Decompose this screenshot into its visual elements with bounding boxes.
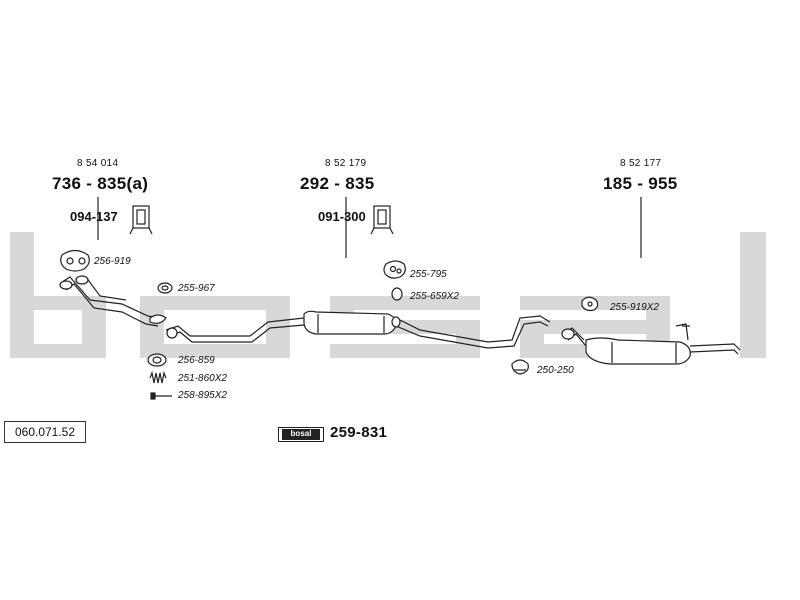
product-number-box: 060.071.52 <box>4 421 86 443</box>
watermark-letter-o-top <box>140 296 290 310</box>
watermark-letter-b-bowl2 <box>34 344 94 358</box>
ref-number-front-pipe: 8 54 014 <box>77 158 119 169</box>
mount-255-919-icon <box>581 296 599 312</box>
intermediate-pipe-icon <box>391 315 551 349</box>
spring-251-860-icon <box>149 370 167 384</box>
gasket-256-919-icon <box>60 249 90 272</box>
part-number-middle-silencer: 292 - 835 <box>300 174 375 193</box>
fitting-label-255-795: 255-795 <box>410 269 447 280</box>
fitting-label-250-250: 250-250 <box>537 365 574 376</box>
ring-255-659-icon <box>391 287 403 301</box>
watermark-letter-b-bowl <box>34 296 94 310</box>
watermark-letter-s-bottom <box>330 344 480 358</box>
mount-255-795-icon <box>383 260 406 279</box>
ref-number-rear-silencer: 8 52 177 <box>620 158 662 169</box>
kit-part-number: 259-831 <box>330 424 388 441</box>
bracket-number-middle: 091-300 <box>318 209 366 224</box>
bolt-258-895-icon <box>150 392 172 400</box>
fitting-label-255-659: 255-659X2 <box>410 291 459 302</box>
bracket-091-300-icon <box>370 205 394 235</box>
gasket-256-859-icon <box>147 353 167 367</box>
watermark-letter-a-mid <box>520 320 670 334</box>
kit-brand-logo: bosal <box>282 429 320 440</box>
watermark-letter-a-left <box>520 320 544 358</box>
watermark-letter-o-bottom <box>140 344 290 358</box>
fitting-label-258-895: 258-895X2 <box>178 390 227 401</box>
part-number-front-pipe: 736 - 835(a) <box>52 174 149 193</box>
middle-silencer-icon <box>303 310 397 335</box>
fitting-label-255-919: 255-919X2 <box>610 302 659 313</box>
middle-pipe-icon <box>165 317 305 343</box>
fitting-label-256-859: 256-859 <box>178 355 215 366</box>
fitting-label-251-860: 251-860X2 <box>178 373 227 384</box>
ref-number-middle-silencer: 8 52 179 <box>325 158 367 169</box>
watermark-letter-b-side <box>82 296 106 358</box>
part-number-rear-silencer: 185 - 955 <box>603 174 678 193</box>
watermark-letter-l <box>740 232 766 358</box>
bracket-number-front: 094-137 <box>70 209 118 224</box>
watermark-letter-b <box>10 232 34 358</box>
fitting-label-256-919: 256-919 <box>94 256 131 267</box>
front-pipe-icon <box>59 275 161 327</box>
watermark-letter-s-top <box>330 296 480 310</box>
clamp-250-250-icon <box>511 359 529 375</box>
ring-255-967-icon <box>157 282 173 294</box>
rear-silencer-icon <box>561 323 741 365</box>
kit-badge: bosal <box>278 427 324 442</box>
bracket-094-137-icon <box>129 205 153 235</box>
fitting-label-255-967: 255-967 <box>178 283 215 294</box>
flange-icon <box>149 314 167 324</box>
